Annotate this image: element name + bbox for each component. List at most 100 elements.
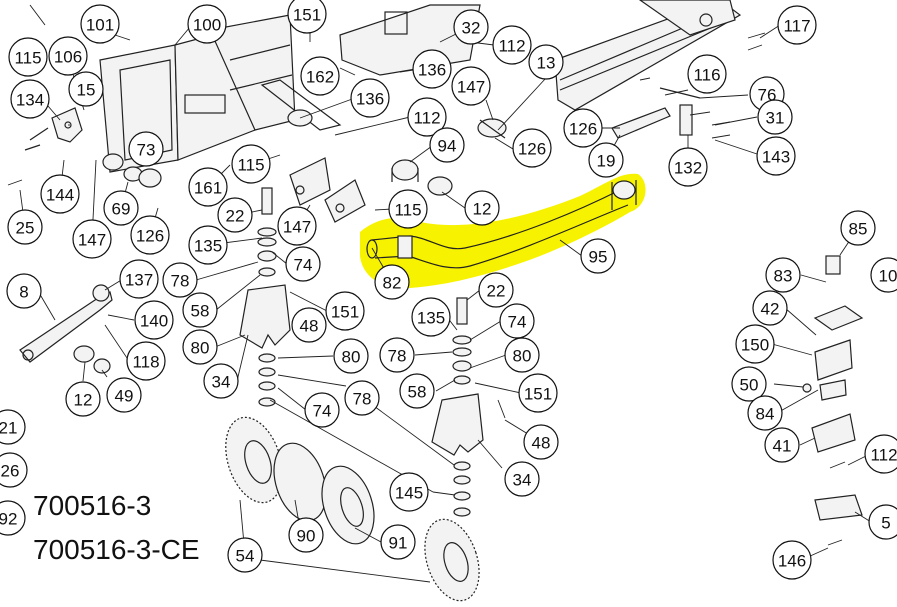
callout-5: 5 xyxy=(868,504,897,540)
callout-label: 117 xyxy=(783,17,810,36)
callout-label: 80 xyxy=(191,339,210,358)
callout-circle xyxy=(453,9,489,45)
callout-circle xyxy=(106,377,142,413)
callout-circle xyxy=(291,307,327,343)
callout-label: 78 xyxy=(353,390,372,409)
callout-94: 94 xyxy=(429,127,465,163)
callout-label: 132 xyxy=(674,159,702,178)
callout-circle xyxy=(0,409,26,445)
callout-circle xyxy=(504,337,540,373)
callout-label: 84 xyxy=(756,405,775,424)
callout-label: 73 xyxy=(137,141,156,160)
callout-150: 150 xyxy=(735,324,775,364)
callout-42: 42 xyxy=(752,290,788,326)
callout-117: 117 xyxy=(777,5,817,45)
callout-140: 140 xyxy=(134,300,174,340)
callout-circle xyxy=(188,225,228,265)
callout-74: 74 xyxy=(304,392,340,428)
clamp-13 xyxy=(477,118,507,139)
callout-circle xyxy=(757,99,793,135)
callout-label: 126 xyxy=(569,120,597,139)
handle-tube-95 xyxy=(366,180,637,269)
callout-134: 134 xyxy=(10,79,50,119)
callout-circle xyxy=(756,136,796,176)
callout-19: 19 xyxy=(588,142,624,178)
callout-26: 26 xyxy=(0,452,28,488)
callout-83: 83 xyxy=(765,257,801,293)
callout-circle xyxy=(588,142,624,178)
callout-circle xyxy=(72,219,112,259)
callout-circle xyxy=(499,303,535,339)
callout-label: 22 xyxy=(487,282,506,301)
callout-112: 112 xyxy=(492,25,532,65)
callout-54: 54 xyxy=(227,537,263,573)
callout-circle xyxy=(388,189,428,229)
callout-147: 147 xyxy=(72,219,112,259)
callout-label: 150 xyxy=(741,336,769,355)
callout-label: 48 xyxy=(300,317,319,336)
callout-label: 74 xyxy=(294,256,313,275)
callout-82: 82 xyxy=(374,264,410,300)
callout-circle xyxy=(687,54,727,94)
callout-circle xyxy=(518,373,558,413)
callout-circle xyxy=(407,97,447,137)
callout-label: 78 xyxy=(171,272,190,291)
callout-circle xyxy=(735,324,775,364)
callout-115: 115 xyxy=(8,37,48,77)
callout-circle xyxy=(478,272,514,308)
callout-label: 85 xyxy=(849,220,868,239)
callout-circle xyxy=(374,264,410,300)
callout-25: 25 xyxy=(7,209,43,245)
callout-22: 22 xyxy=(217,197,253,233)
callout-137: 137 xyxy=(119,259,159,299)
callout-circle xyxy=(399,373,435,409)
callout-circle xyxy=(40,174,80,214)
callout-145: 145 xyxy=(389,472,429,512)
callout-circle xyxy=(68,71,104,107)
callout-80: 80 xyxy=(333,338,369,374)
callout-circle xyxy=(48,36,88,76)
callout-circle xyxy=(134,300,174,340)
callout-146: 146 xyxy=(772,540,812,580)
callout-112: 112 xyxy=(407,97,447,137)
callout-49: 49 xyxy=(106,377,142,413)
callout-label: 50 xyxy=(740,376,759,395)
model-number-ce: 700516-3-CE xyxy=(33,534,200,565)
callout-74: 74 xyxy=(285,246,321,282)
callout-label: 31 xyxy=(766,109,785,128)
callout-161: 161 xyxy=(188,167,228,207)
callout-101: 101 xyxy=(80,4,120,44)
callout-label: 95 xyxy=(589,248,608,267)
callout-label: 126 xyxy=(136,227,164,246)
callout-41: 41 xyxy=(764,427,800,463)
callout-label: 10 xyxy=(879,267,897,286)
callout-135: 135 xyxy=(411,297,451,337)
callout-69: 69 xyxy=(103,190,139,226)
callout-circle xyxy=(325,291,365,331)
callout-label: 137 xyxy=(125,271,153,290)
callout-label: 49 xyxy=(115,387,134,406)
callout-label: 115 xyxy=(237,156,264,175)
callout-label: 136 xyxy=(418,61,446,80)
callout-circle xyxy=(0,452,28,488)
callout-78: 78 xyxy=(162,262,198,298)
callout-label: 34 xyxy=(212,373,231,392)
callout-label: 80 xyxy=(513,347,532,366)
callout-label: 112 xyxy=(870,446,897,465)
callout-label: 12 xyxy=(473,200,492,219)
callout-label: 19 xyxy=(597,152,616,171)
callout-84: 84 xyxy=(747,395,783,431)
callout-label: 69 xyxy=(112,200,131,219)
callout-73: 73 xyxy=(128,131,164,167)
callout-15: 15 xyxy=(68,71,104,107)
callout-label: 151 xyxy=(331,303,359,322)
callout-label: 78 xyxy=(388,347,407,366)
callout-circle xyxy=(7,209,43,245)
callout-circle xyxy=(350,78,390,118)
callout-13: 13 xyxy=(528,44,564,80)
model-number-primary: 700516-3 xyxy=(33,490,152,521)
callout-136: 136 xyxy=(412,49,452,89)
callout-circle xyxy=(277,206,317,246)
callout-115: 115 xyxy=(231,144,271,184)
tow-bracket xyxy=(611,87,701,139)
